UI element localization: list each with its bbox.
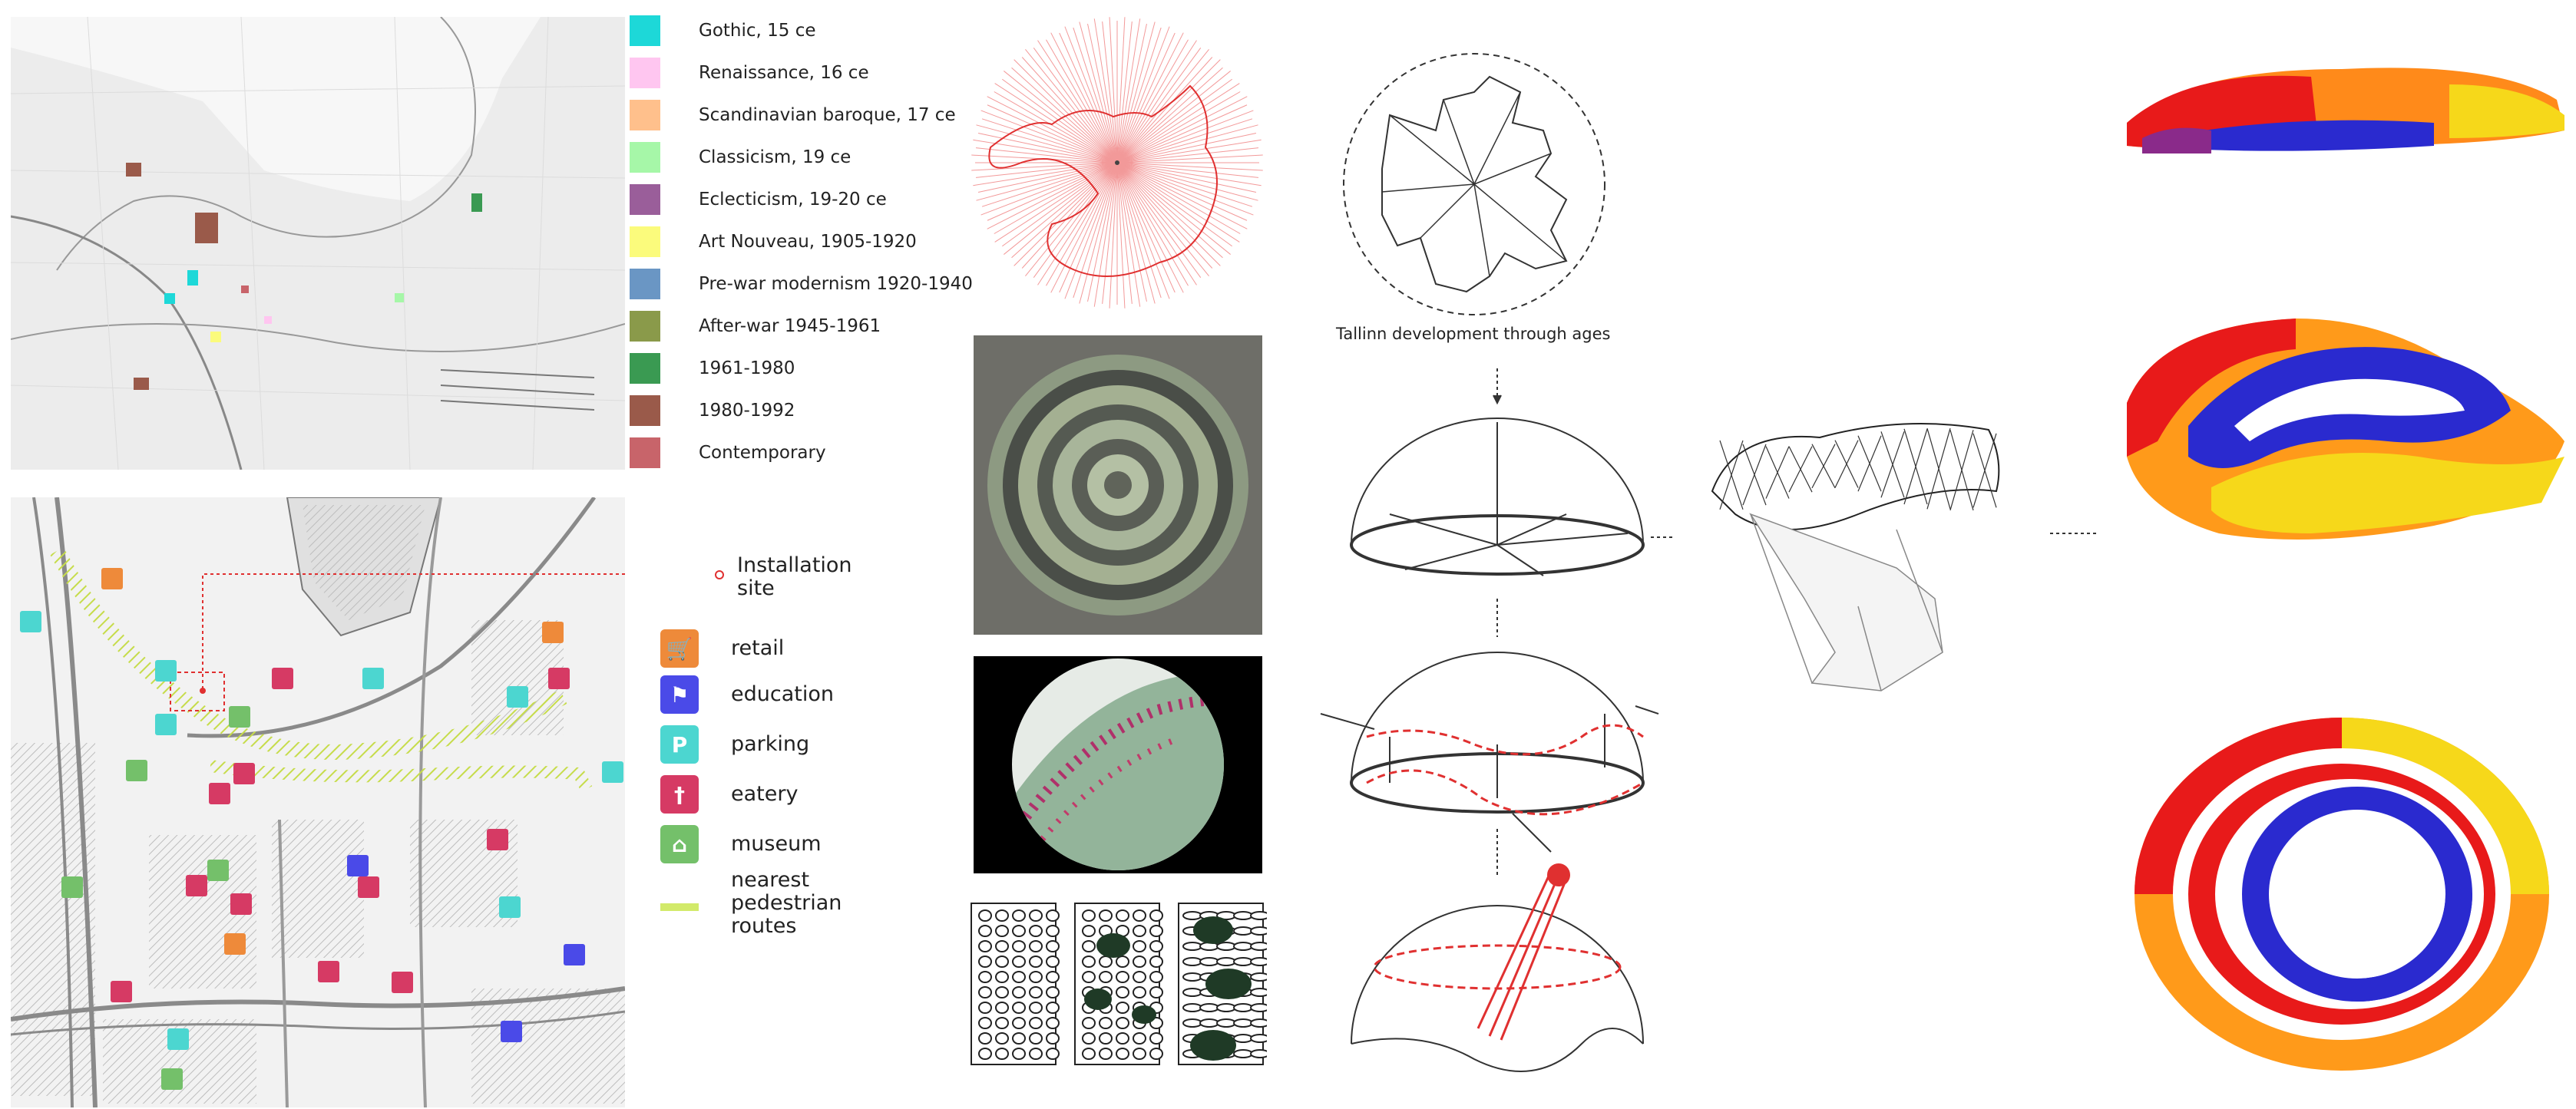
legend-swatch [630, 142, 660, 173]
dome-diagrams [1320, 368, 1674, 1072]
legend-swatch [630, 15, 660, 46]
legend-item-baroque: Scandinavian baroque, 17 ce [630, 100, 956, 130]
poi-label: education [731, 682, 834, 706]
parking-icon: P [660, 725, 699, 764]
legend-swatch [630, 226, 660, 257]
legend-label: Gothic, 15 ce [699, 21, 816, 41]
graduation-cap-icon: ⚑ [660, 675, 699, 714]
legend-item-renaissance: Renaissance, 16 ce [630, 58, 869, 88]
ribbon-top-view [2127, 68, 2564, 153]
legend-swatch [630, 58, 660, 88]
route-line-icon [660, 903, 699, 911]
site-map-drawing [11, 497, 625, 1107]
legend-swatch [630, 311, 660, 342]
legend-label: Renaissance, 16 ce [699, 63, 869, 83]
cart-icon: 🛒 [660, 629, 699, 668]
legend-swatch [630, 437, 660, 468]
legend-item-eclecticism: Eclecticism, 19-20 ce [630, 184, 887, 215]
microscope-illustration [974, 656, 1262, 873]
ribbon-plan-view [2135, 718, 2549, 1071]
legend-item-1961-1980: 1961-1980 [630, 353, 795, 384]
poi-label: museum [731, 832, 822, 856]
poi-item-museum: ⌂ museum [660, 825, 822, 863]
legend-swatch [630, 395, 660, 426]
legend-label: 1980-1992 [699, 401, 795, 421]
poi-item-parking: P parking [660, 725, 809, 764]
legend-label: Contemporary [699, 443, 826, 463]
fork-knife-icon: † [660, 775, 699, 814]
legend-label: Pre-war modernism 1920-1940 [699, 274, 973, 294]
legend-item-contemporary: Contemporary [630, 437, 826, 468]
legend-label: Art Nouveau, 1905-1920 [699, 232, 917, 252]
legend-swatch [630, 269, 660, 299]
legend-item-1980-1992: 1980-1992 [630, 395, 795, 426]
city-map-drawing [11, 17, 625, 470]
ribbon-side-view [2127, 319, 2564, 540]
legend-label: Classicism, 19 ce [699, 147, 852, 167]
site-map [11, 497, 625, 1107]
installation-site-label: Installation site [737, 553, 852, 600]
radial-growth-drawing [971, 17, 1263, 309]
legend-swatch [630, 100, 660, 130]
diagram-caption: Tallinn development through ages [1336, 325, 1611, 343]
poi-item-education: ⚑ education [660, 675, 834, 714]
museum-icon: ⌂ [660, 825, 699, 863]
arrow-left-icon [2050, 533, 2096, 534]
poi-label: retail [731, 636, 785, 660]
mesh-structure-drawing [1711, 423, 2000, 691]
legend-swatch [630, 353, 660, 384]
legend-item-pre-war: Pre-war modernism 1920-1940 [630, 269, 973, 299]
legend-item-after-war: After-war 1945-1961 [630, 311, 881, 342]
legend-swatch [630, 184, 660, 215]
site-marker-icon [715, 570, 724, 579]
poi-item-pedestrian-routes: nearest pedestrian routes [660, 869, 846, 938]
poi-label: nearest pedestrian routes [731, 868, 842, 938]
legend-label: Scandinavian baroque, 17 ce [699, 105, 956, 125]
legend-item-classicism: Classicism, 19 ce [630, 142, 851, 173]
lichen-illustration [974, 335, 1262, 635]
poi-label: parking [731, 732, 810, 756]
city-period-map [11, 17, 625, 470]
legend-item-art-nouveau: Art Nouveau, 1905-1920 [630, 226, 917, 257]
legend-label: 1961-1980 [699, 358, 795, 378]
microscope-photo [974, 656, 1262, 873]
cell-texture-drawings [971, 903, 1267, 1065]
legend-item-gothic: Gothic, 15 ce [630, 15, 816, 46]
poi-item-retail: 🛒 retail [660, 629, 784, 668]
legend-label: After-war 1945-1961 [699, 316, 881, 336]
legend-label: Eclecticism, 19-20 ce [699, 190, 887, 210]
poi-label: eatery [731, 782, 799, 806]
lichen-photo [974, 335, 1262, 635]
poi-item-eatery: † eatery [660, 775, 798, 814]
city-outline-diagram [1343, 53, 1605, 315]
